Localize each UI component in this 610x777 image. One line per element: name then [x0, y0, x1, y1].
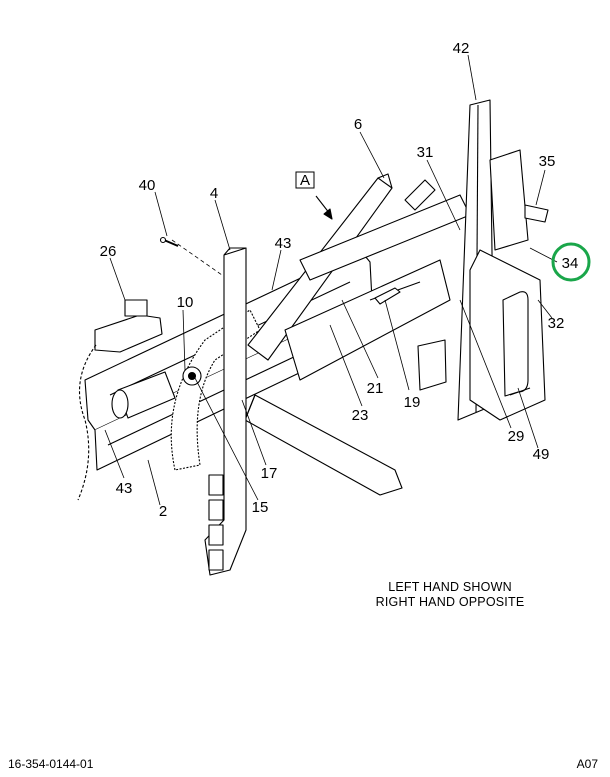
- callout-29[interactable]: 29: [508, 428, 525, 445]
- callout-49[interactable]: 49: [533, 446, 550, 463]
- lock-actuator-part-31[interactable]: [489, 149, 549, 251]
- orientation-note: LEFT HAND SHOWN RIGHT HAND OPPOSITE: [330, 580, 570, 610]
- callout-40[interactable]: 40: [139, 177, 156, 194]
- callout-43-upper[interactable]: 43: [275, 235, 292, 252]
- view-arrow: [315, 195, 333, 220]
- callout-43-lower[interactable]: 43: [116, 480, 133, 497]
- leader-lines: [104, 54, 558, 506]
- vertical-channel-part-4[interactable]: [204, 247, 247, 576]
- callout-21[interactable]: 21: [367, 380, 384, 397]
- callout-2[interactable]: 2: [159, 503, 167, 520]
- highlight-ring: [551, 242, 591, 282]
- view-label: A: [300, 172, 310, 189]
- callout-17[interactable]: 17: [261, 465, 278, 482]
- connector-part-26[interactable]: [77, 299, 163, 501]
- callout-32[interactable]: 32: [548, 315, 565, 332]
- view-label-box: [295, 171, 315, 189]
- spring-part-19[interactable]: [374, 287, 401, 305]
- callout-6[interactable]: 6: [354, 116, 362, 133]
- document-number: 16-354-0144-01: [8, 757, 94, 771]
- callout-10[interactable]: 10: [177, 294, 194, 311]
- upper-rail[interactable]: [299, 179, 471, 391]
- callout-15[interactable]: 15: [252, 499, 269, 516]
- callout-42[interactable]: 42: [453, 40, 470, 57]
- latch-assembly-part-32[interactable]: [469, 249, 546, 421]
- note-line-2: RIGHT HAND OPPOSITE: [375, 595, 525, 609]
- callout-31[interactable]: 31: [417, 144, 434, 161]
- callout-34[interactable]: 34: [562, 255, 579, 272]
- callout-35[interactable]: 35: [539, 153, 556, 170]
- callout-4[interactable]: 4: [210, 185, 218, 202]
- callout-19[interactable]: 19: [404, 394, 421, 411]
- callout-23[interactable]: 23: [352, 407, 369, 424]
- page-code: A07: [576, 757, 598, 771]
- callout-26[interactable]: 26: [100, 243, 117, 260]
- lower-arm[interactable]: [244, 394, 403, 496]
- screw-part-40[interactable]: [159, 236, 179, 247]
- regulator-motor[interactable]: [111, 371, 176, 419]
- note-line-1: LEFT HAND SHOWN: [388, 580, 512, 594]
